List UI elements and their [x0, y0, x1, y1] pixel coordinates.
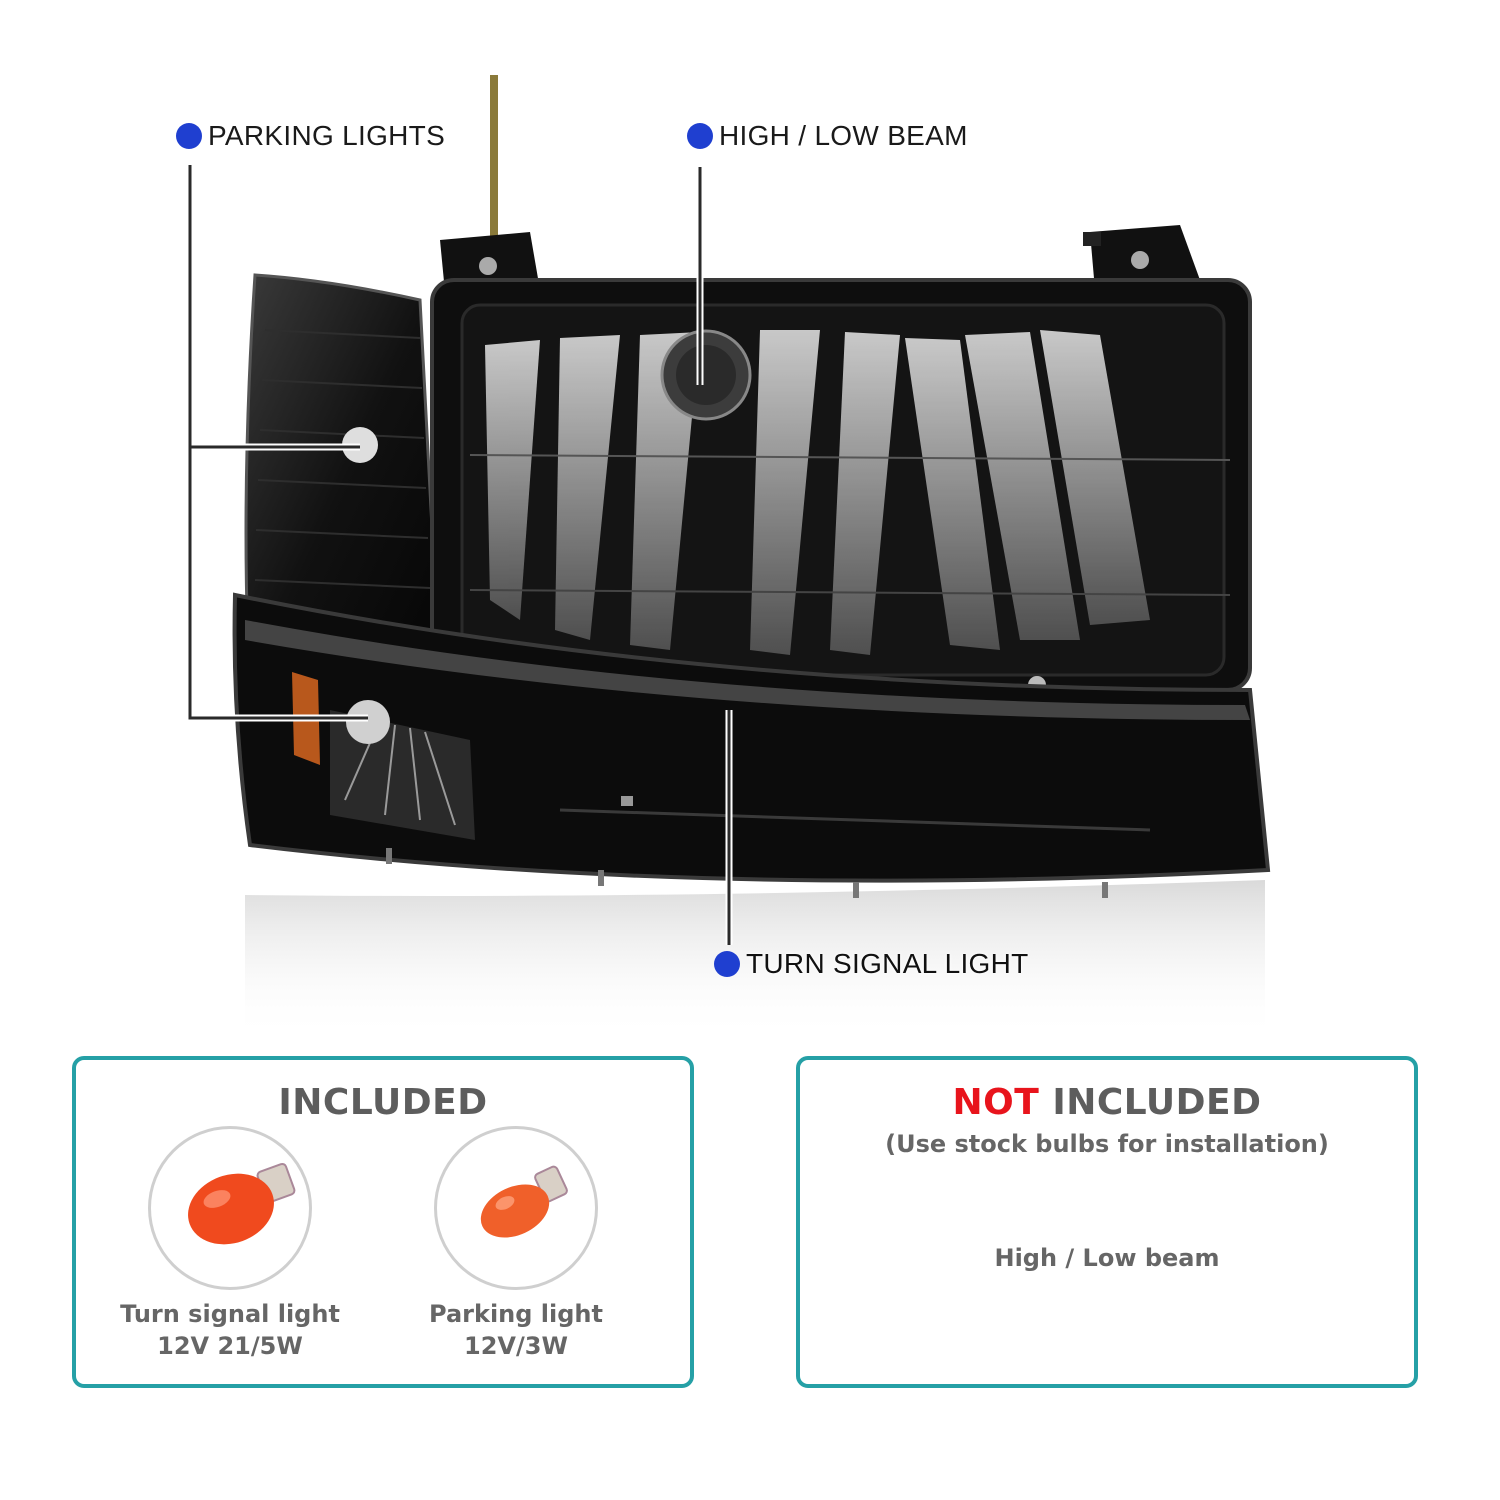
not-included-title-rest: INCLUDED: [1052, 1082, 1262, 1123]
not-included-title: NOT INCLUDED: [800, 1082, 1414, 1123]
not-included-panel: NOT INCLUDED (Use stock bulbs for instal…: [796, 1056, 1418, 1388]
callout-turn-signal-light: TURN SIGNAL LIGHT: [714, 948, 1029, 980]
turn-signal-name: Turn signal light: [120, 1300, 340, 1328]
included-title: INCLUDED: [278, 1082, 488, 1123]
not-included-subtitle: (Use stock bulbs for installation): [885, 1130, 1329, 1158]
turn-signal-caption: Turn signal light 12V 21/5W: [100, 1298, 360, 1362]
turn-signal-spec: 12V 21/5W: [157, 1332, 303, 1360]
callout-parking-lights: PARKING LIGHTS: [176, 120, 445, 152]
not-included-item: High / Low beam: [994, 1244, 1220, 1272]
callout-high-low-beam: HIGH / LOW BEAM: [687, 120, 968, 152]
callout-parking-lights-label: PARKING LIGHTS: [208, 120, 446, 151]
included-panel: INCLUDED Turn signal light 12V 21/5W Par…: [72, 1056, 694, 1388]
callout-dot: [714, 951, 740, 977]
not-included-title-emphasis: NOT: [952, 1082, 1040, 1123]
orange-bulb-icon: [480, 1165, 568, 1238]
orange-bulb-icon: [188, 1162, 296, 1245]
parking-spec: 12V/3W: [464, 1332, 568, 1360]
callout-dot: [176, 123, 202, 149]
callout-high-low-beam-label: HIGH / LOW BEAM: [719, 120, 968, 151]
callout-turn-signal-light-label: TURN SIGNAL LIGHT: [746, 948, 1029, 979]
parking-bulb-image: [434, 1126, 598, 1290]
parking-caption: Parking light 12V/3W: [386, 1298, 646, 1362]
parking-name: Parking light: [429, 1300, 603, 1328]
callout-dot: [687, 123, 713, 149]
headlight-assembly-image: [186, 75, 1271, 1040]
turn-signal-bulb-image: [148, 1126, 312, 1290]
